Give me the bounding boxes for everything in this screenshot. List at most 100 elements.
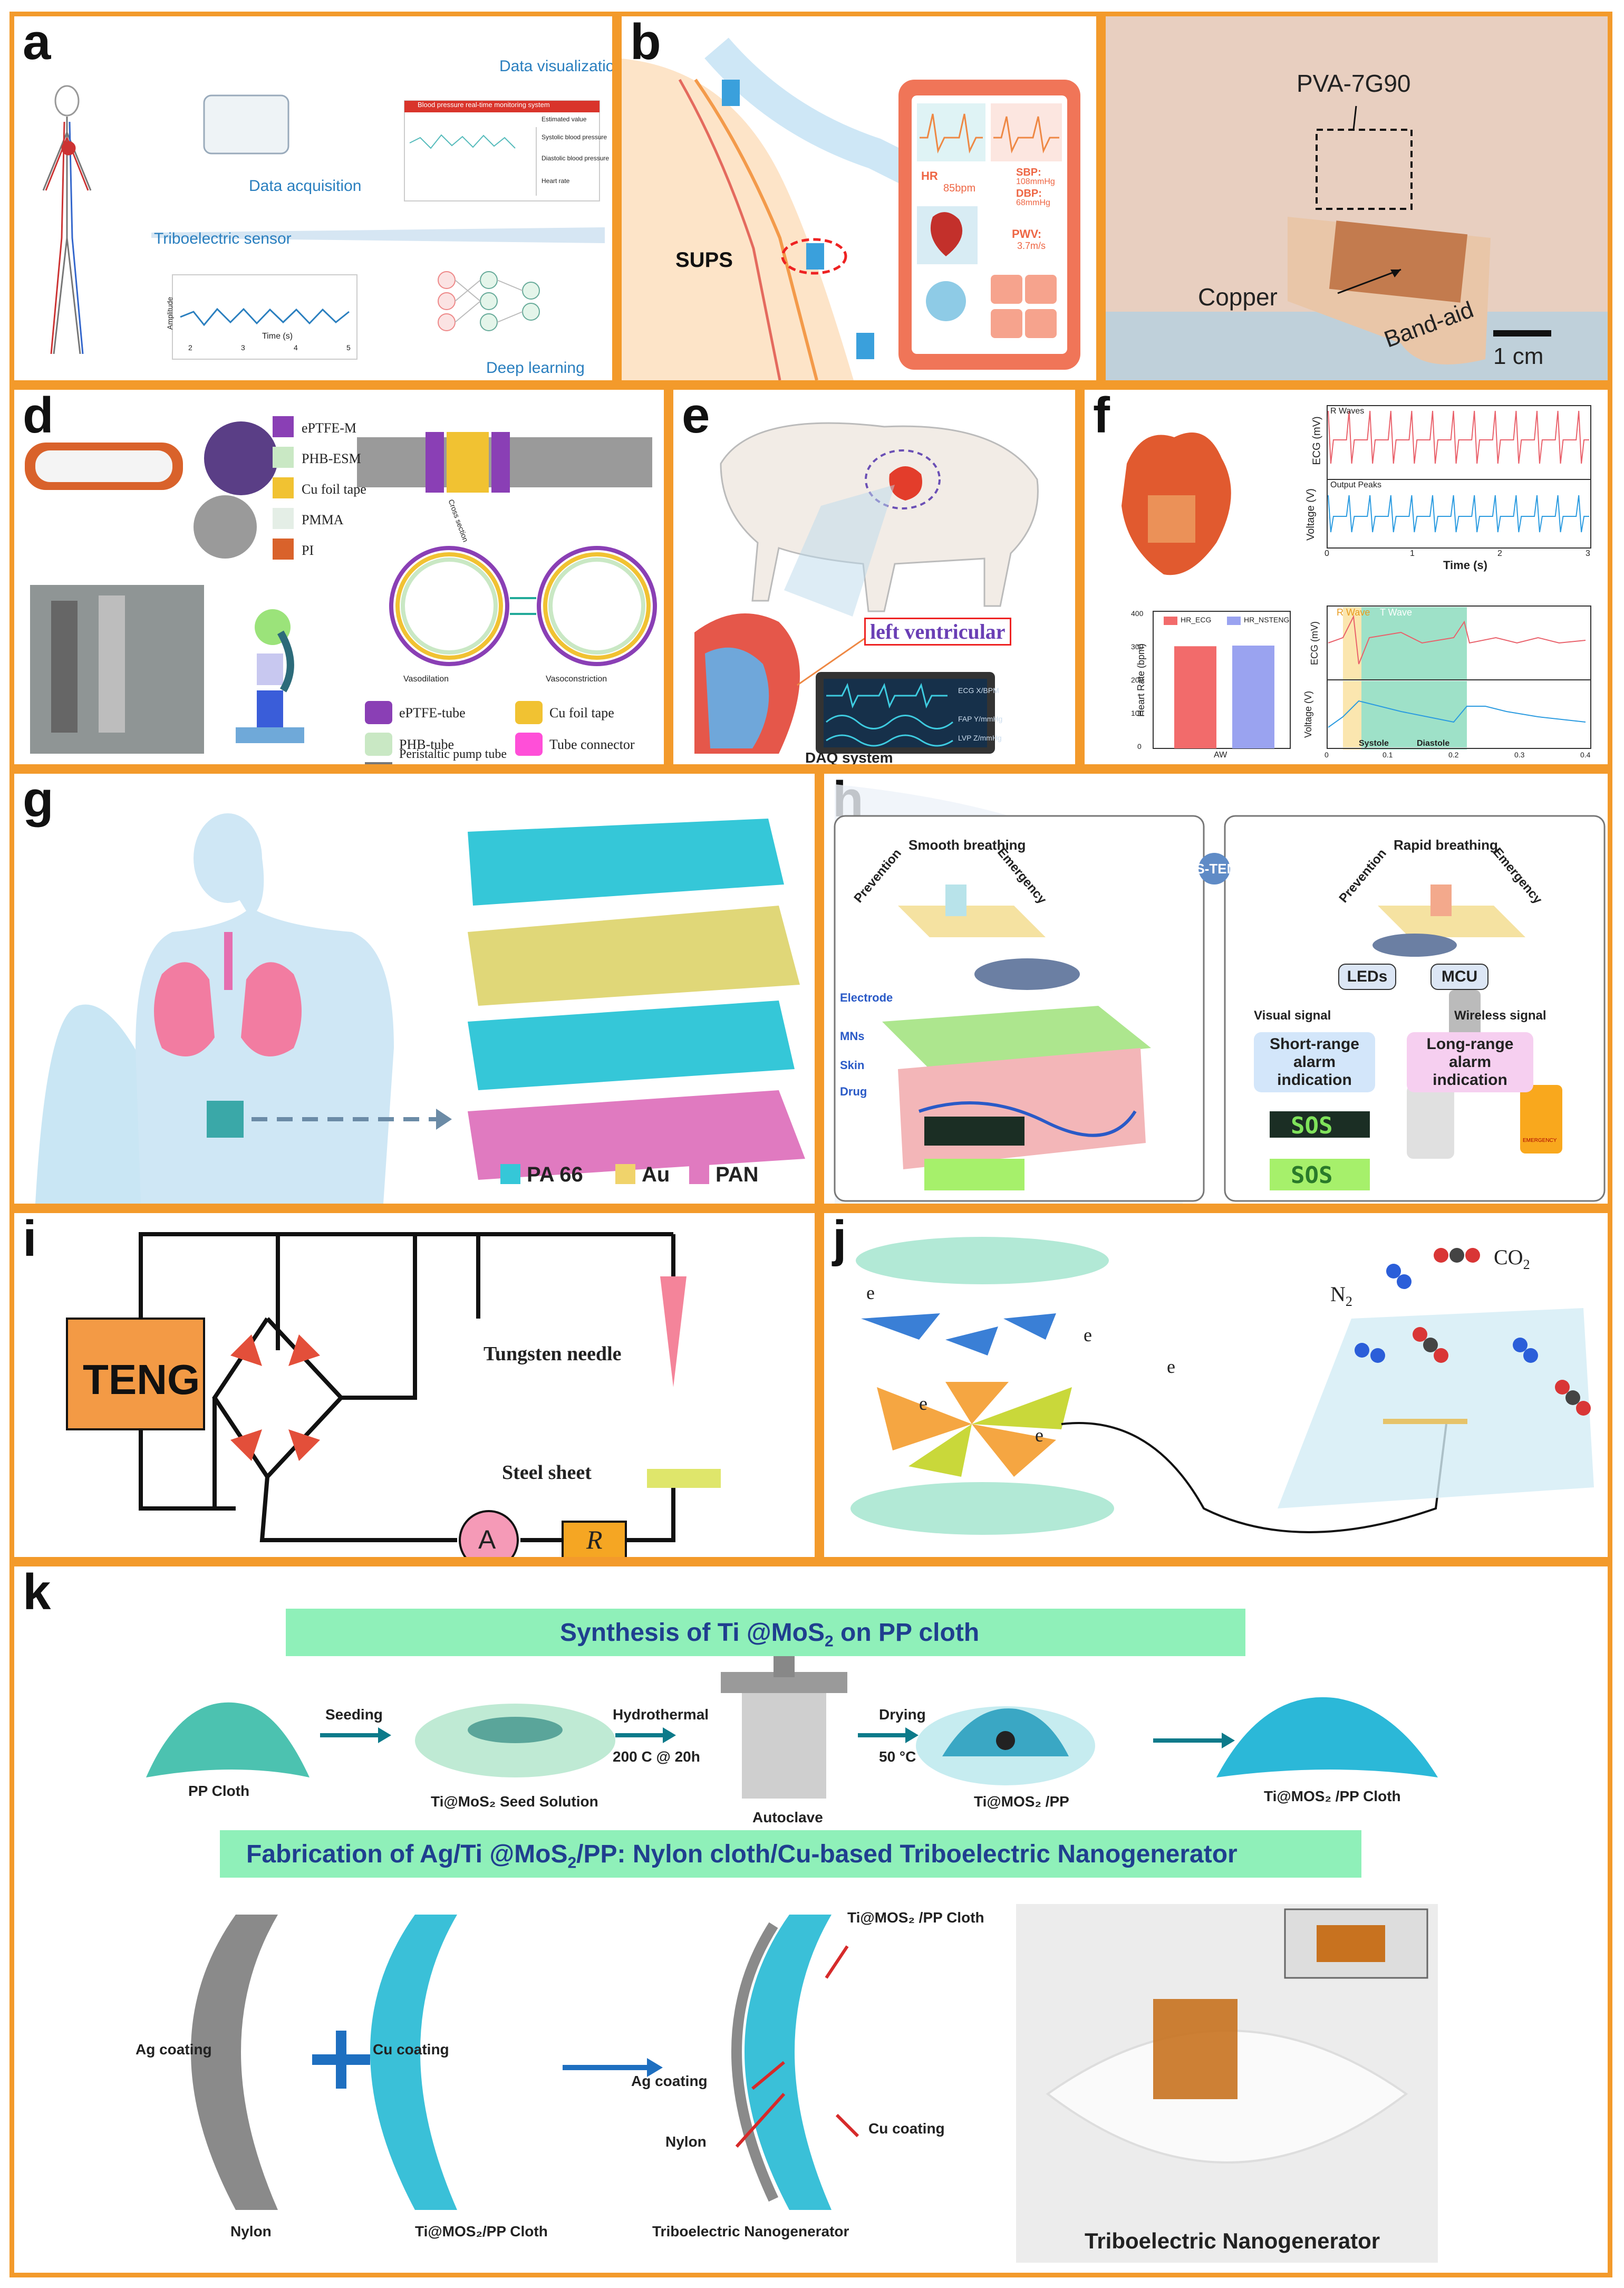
legend-hr-nsteng: HR_NSTENG — [1244, 616, 1290, 624]
ti-pp-cloth2-label: Ti@MOS₂/PP Cloth — [415, 2223, 548, 2239]
heart-rate-bar — [1174, 646, 1216, 748]
r-wave-label: R Wave — [1337, 607, 1370, 618]
daq-label: DAQ system — [805, 749, 893, 766]
pwv-value: 3.7m/s — [1017, 241, 1046, 251]
vasoconstriction-ring — [537, 546, 657, 666]
heart-rate-bar — [1232, 646, 1274, 748]
legend-pa66: PA 66 — [527, 1163, 583, 1186]
bp-system-title: Blood pressure real-time monitoring syst… — [418, 101, 550, 109]
layer-au — [468, 906, 800, 1006]
sos-display-2 — [1270, 1159, 1370, 1190]
electron-label: e — [1035, 1425, 1043, 1446]
x-tick: 0.1 — [1383, 751, 1393, 759]
ss-teng-node — [1198, 853, 1230, 885]
ti-pp-label: Ti@MOS₂ /PP — [974, 1793, 1069, 1810]
banner2-sub: 2 — [567, 1854, 577, 1872]
panel-k-art — [146, 1609, 1438, 2263]
panel-h-art — [834, 784, 1606, 1204]
panel-b-art — [622, 37, 1080, 380]
right-lung — [241, 962, 302, 1056]
banner-fabrication-title: Fabrication of Ag/Ti @MoS2/PP: Nylon clo… — [246, 1840, 1238, 1872]
electrode-label: Electrode — [840, 991, 893, 1004]
triboelectric-sensor-label: Triboelectric sensor — [154, 230, 292, 247]
voltage-axis-label-2: Voltage (V) — [1303, 690, 1314, 738]
hr-value: 85bpm — [943, 182, 976, 194]
legend-swatch — [1164, 617, 1177, 625]
legend-item: ePTFE-tube — [399, 705, 466, 720]
output-peaks-label: Output Peaks — [1330, 480, 1381, 489]
panel-g-art — [35, 813, 805, 1204]
sups-label: SUPS — [675, 248, 733, 272]
smooth-breathing-label: Smooth breathing — [908, 837, 1026, 853]
nylon-cloth — [191, 1915, 278, 2210]
cu-coating-label: Cu coating — [373, 2041, 449, 2058]
neural-network — [438, 271, 540, 331]
tick-5: 5 — [346, 343, 351, 352]
tick-3: 3 — [241, 343, 245, 352]
panel-f-art — [1122, 405, 1591, 749]
banner-fabrication — [220, 1830, 1361, 1878]
diode-bridge — [230, 1334, 320, 1461]
left-lung — [154, 962, 215, 1056]
teng-label: TENG — [83, 1356, 200, 1403]
time-axis-label: Time (s) — [1443, 559, 1487, 572]
diastole-label: Diastole — [1417, 739, 1450, 748]
panel-c: c PVA-7G90 Copper Band-aid 1 cm — [1101, 12, 1612, 385]
panel-label: k — [23, 1564, 51, 1620]
panel-label: g — [23, 771, 54, 828]
visual-signal-label: Visual signal — [1254, 1008, 1331, 1023]
gas-chamber — [1278, 1308, 1594, 1508]
ss-teng-label: SS-TENG — [1186, 861, 1248, 877]
r-waves-label: R Waves — [1330, 407, 1365, 416]
ammeter-label: A — [478, 1525, 496, 1554]
gas-molecules — [1355, 1248, 1591, 1416]
co2-subscript: 2 — [1523, 1257, 1530, 1272]
screen-row-fap: FAP Y/mmHg — [958, 715, 1003, 723]
ecg-axis-label: ECG (mV) — [1311, 416, 1323, 465]
pva-label: PVA-7G90 — [1297, 70, 1411, 97]
legend-swatch-au — [615, 1164, 635, 1184]
ti-mos2-pp-cloth — [1216, 1697, 1438, 1777]
nylon-label: Nylon — [230, 2223, 272, 2239]
daq-device — [203, 94, 289, 155]
scale-bar — [1493, 330, 1551, 337]
hydrothermal-label: Hydrothermal — [613, 1706, 709, 1723]
panel-f: f R Waves Output Peaks ECG (mV) Voltage … — [1080, 385, 1612, 769]
dbp-value: 68mmHg — [1016, 198, 1050, 207]
legend-swatch — [273, 539, 294, 560]
banner1-end: on PP cloth — [833, 1619, 980, 1647]
resistor-label: R — [586, 1525, 603, 1554]
banner-synthesis — [286, 1609, 1245, 1656]
ecg-axis-label-2: ECG (mV) — [1309, 621, 1320, 665]
legend-swatch — [365, 733, 392, 756]
hydrothermal-conditions: 200 C @ 20h — [613, 1748, 700, 1765]
sbp-label: SBP: — [1016, 167, 1041, 178]
banner-synthesis-title: Synthesis of Ti @MoS2 on PP cloth — [560, 1618, 979, 1651]
steel-sheet — [647, 1469, 721, 1488]
pp-cloth-label: PP Cloth — [188, 1783, 250, 1799]
sensor-wrist — [806, 243, 824, 270]
legend-swatch — [1227, 617, 1241, 625]
legend-swatch — [273, 447, 294, 468]
y-tick: 200 — [1131, 676, 1144, 684]
panel-h: h SS-TENG Smooth breathing Rapid breathi… — [819, 769, 1612, 1208]
bp-row-2: Systolic blood pressure — [542, 133, 607, 141]
panel-label: f — [1093, 387, 1110, 444]
cu-coating2-label: Cu coating — [868, 2120, 945, 2137]
sos-display-1 — [1270, 1111, 1370, 1138]
pwv-label: PWV: — [1012, 227, 1042, 241]
electron-label: e — [1084, 1324, 1092, 1345]
legend-swatch — [273, 416, 294, 437]
panel-c-art — [1106, 16, 1608, 380]
y-tick: 100 — [1131, 709, 1144, 717]
time-axis-label: Time (s) — [262, 332, 293, 341]
legend-item: Tube connector — [549, 737, 635, 752]
data-acquisition-label: Data acquisition — [249, 177, 362, 195]
panel-label: a — [23, 14, 51, 70]
legend-hr-ecg: HR_ECG — [1181, 616, 1212, 624]
legend-item: ePTFE-M — [302, 420, 356, 436]
y-tick: 300 — [1131, 642, 1144, 651]
nylon2-label: Nylon — [665, 2133, 707, 2150]
legend-item-pump: Peristaltic pump tube — [399, 747, 507, 761]
aw-label: AW — [1214, 751, 1227, 760]
